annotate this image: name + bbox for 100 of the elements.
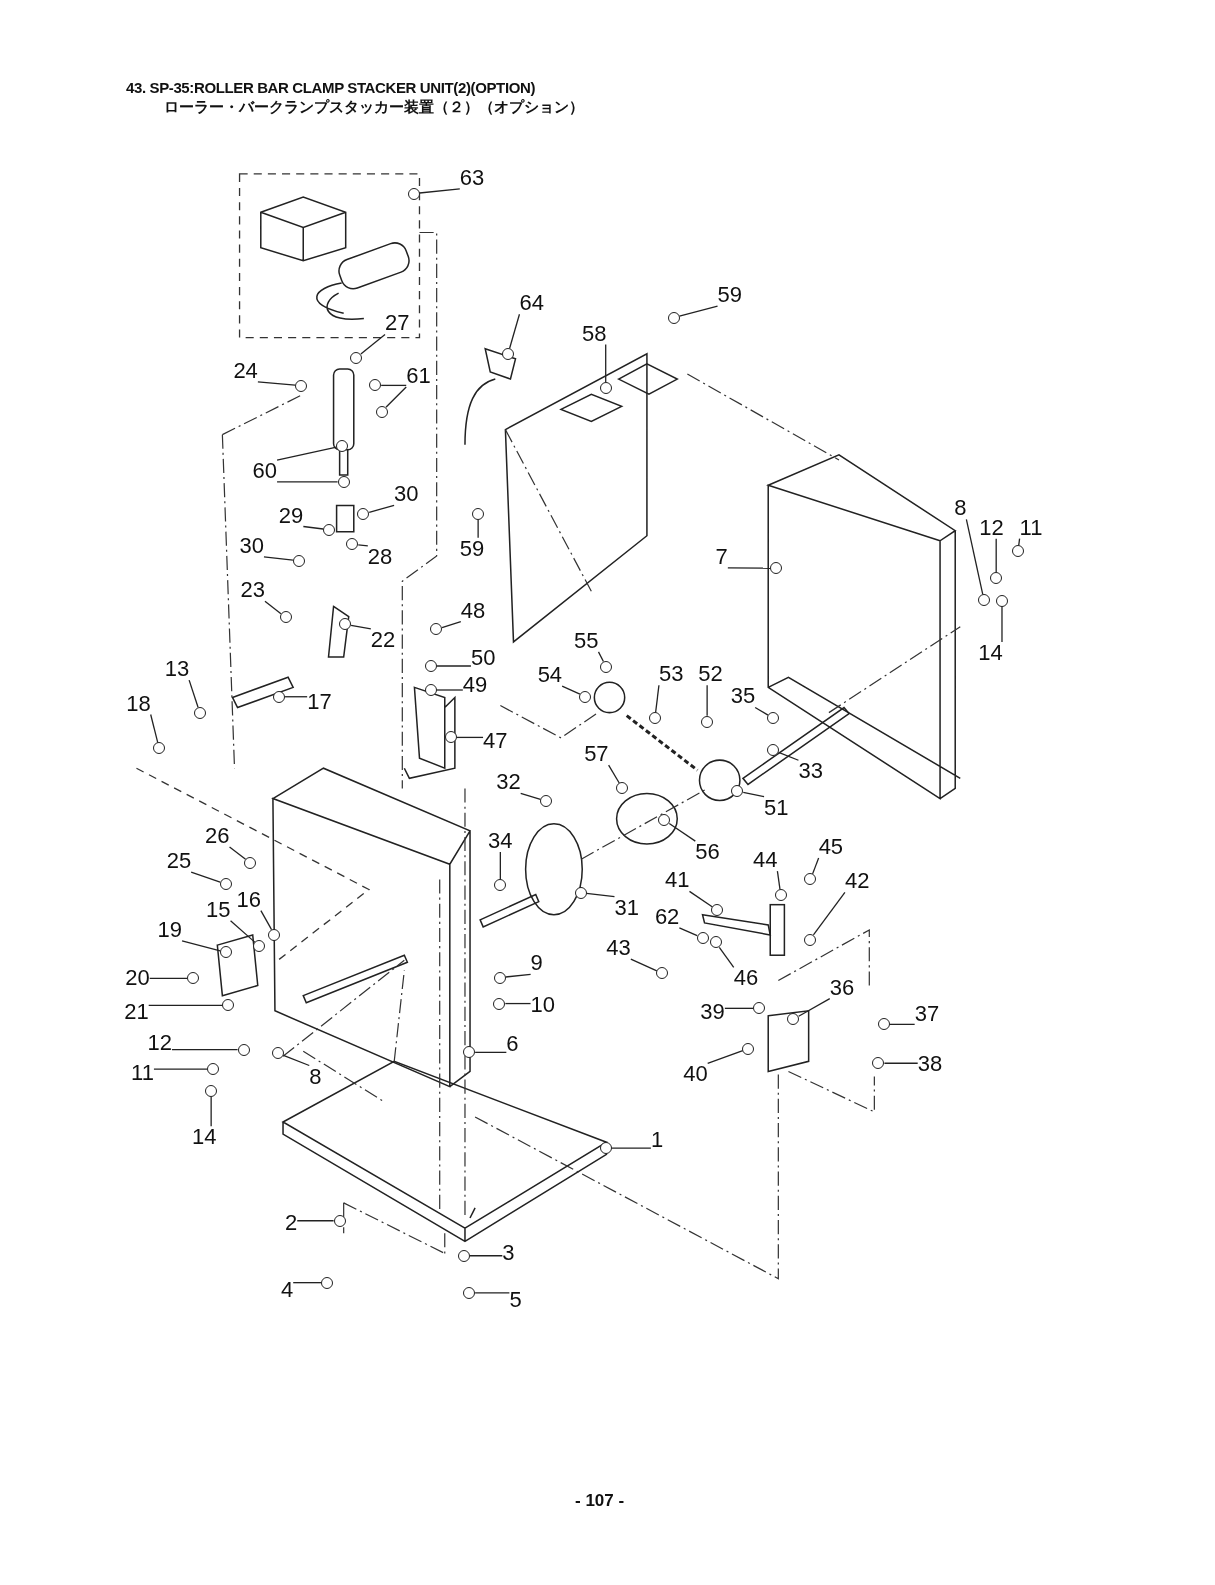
callout-number: 19 [157,918,183,941]
callout-number: 38 [917,1053,943,1076]
part-symbol [321,1276,334,1289]
part-symbol [273,690,285,703]
leader-line [706,684,708,717]
part-symbol [990,572,1003,585]
part-symbol [731,785,744,798]
leader-line [812,891,846,936]
callout-number: 64 [519,292,544,315]
callout-number: 59 [717,284,743,307]
callout-number: 43 [606,937,631,960]
part-symbol [493,971,506,984]
callout-number: 53 [658,663,684,686]
leader-line [477,518,479,539]
leader-line [776,870,781,890]
part-symbol [463,1286,476,1299]
leader-line [655,684,660,713]
callout-number: 12 [147,1032,172,1055]
leader-line [436,689,464,691]
leader-line [210,1096,212,1127]
callout-number: 56 [695,841,720,864]
callout-number: 9 [530,952,543,975]
leader-line [153,1068,208,1070]
callout-number: 54 [537,664,563,687]
leader-line [350,624,372,630]
leader-line [228,846,247,860]
callout-number: 23 [240,579,265,602]
callout-number: 17 [307,690,332,713]
callout-number: 63 [459,166,485,189]
callout-number: 1 [650,1129,664,1152]
part-symbol [494,879,507,892]
part-symbol [193,706,206,719]
callout-number: 3 [502,1242,515,1265]
leader-line [171,1049,239,1051]
callout-number: 57 [584,743,609,766]
callout-number: 15 [206,898,231,921]
leader-line [630,958,658,972]
part-symbol [696,932,709,945]
part-symbol [701,715,714,728]
part-symbol [369,379,382,392]
callout-number: 55 [574,629,599,652]
leader-line [520,792,542,801]
part-symbol [207,1063,220,1076]
leader-line [296,1220,335,1222]
callout-number: 12 [979,516,1004,539]
leader-line [148,1004,224,1006]
leader-line [688,890,714,908]
part-symbol [222,999,235,1012]
part-symbol [648,712,661,725]
part-symbol [493,997,506,1010]
part-symbol [667,311,680,324]
part-symbol [187,972,200,985]
leader-line [724,1007,754,1009]
leader-line [499,851,501,881]
callout-number: 59 [459,537,485,560]
callout-number: 42 [844,870,870,893]
part-symbol [295,379,307,392]
callout-number: 10 [530,993,556,1016]
callout-number: 8 [954,497,967,520]
leader-line [811,857,820,875]
part-symbol [237,1043,250,1056]
leader-line [610,1147,652,1149]
part-symbol [424,684,437,696]
callout-number: 11 [1019,516,1043,539]
part-symbol [220,946,232,959]
leader-line [607,764,620,784]
page-number: - 107 - [575,1490,625,1512]
leader-line [357,544,369,547]
leader-line [263,556,294,561]
callout-number: 48 [460,599,486,622]
leader-line [888,1023,916,1026]
leader-line [1018,538,1021,546]
leader-line [718,946,735,969]
leader-line [418,188,461,194]
part-symbol [658,814,671,827]
part-symbol [600,660,613,673]
callout-number: 51 [764,796,789,819]
callout-number: 18 [126,692,151,715]
part-symbol [803,933,816,946]
leader-line [456,736,484,739]
leader-line [883,1062,919,1064]
leader-line [284,696,308,698]
callout-number: 16 [236,888,261,911]
part-symbol [339,618,352,631]
leader-line [742,791,765,798]
part-symbol [770,562,783,575]
leader-line [302,525,324,530]
part-symbol [656,967,669,980]
leader-line [678,927,698,937]
part-symbol [774,889,787,902]
callout-number: 52 [698,663,723,686]
callout-number: 60 [252,460,278,483]
callout-number: 33 [798,760,823,783]
leader-line [385,386,407,408]
callout-number: 46 [733,967,759,990]
part-symbol [540,795,553,808]
part-symbol [463,1046,476,1059]
callout-number: 22 [370,628,396,651]
leader-line [282,1054,310,1067]
leader-line [368,504,395,513]
